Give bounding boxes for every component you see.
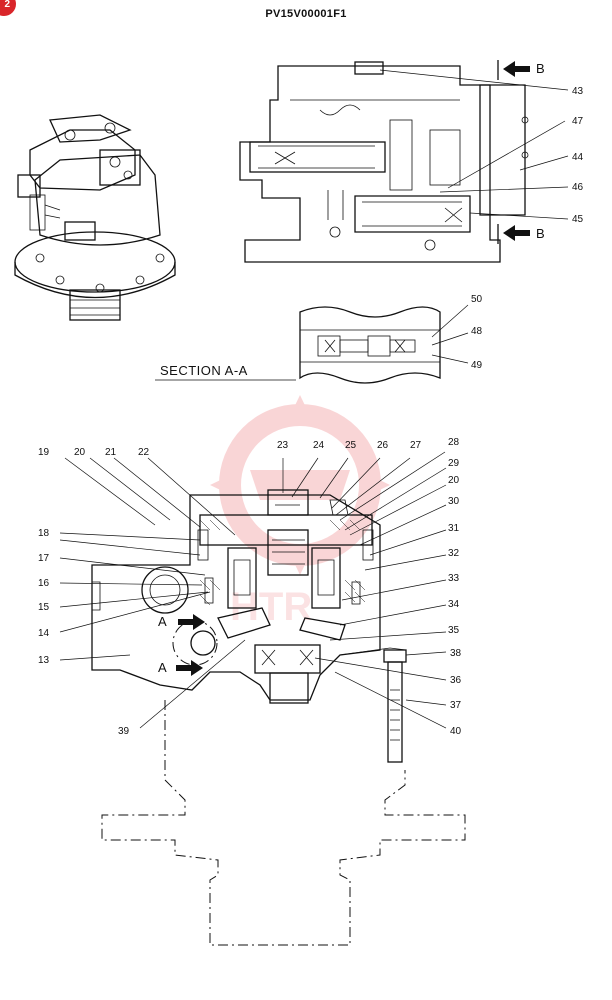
callout-17: 17 — [38, 553, 50, 564]
section-a-a-view — [299, 306, 441, 384]
callout-47: 47 — [572, 116, 584, 127]
callout-21: 21 — [105, 447, 117, 458]
callout-29: 29 — [448, 458, 460, 469]
callout-44: 44 — [572, 152, 584, 163]
section-a-a-label: SECTION A-A — [160, 363, 248, 378]
callout-38: 38 — [450, 648, 462, 659]
page-number-badge: 2 — [0, 0, 16, 16]
motor-perspective-view — [14, 114, 176, 321]
callout-48: 48 — [471, 326, 483, 337]
callout-40: 40 — [450, 726, 462, 737]
callout-13: 13 — [38, 655, 50, 666]
reduction-gear-outline — [101, 700, 466, 946]
callout-32: 32 — [448, 548, 460, 559]
arrow-b-bottom-label: B — [536, 226, 545, 241]
main-cross-section — [91, 489, 407, 763]
arrow-b-top-label: B — [536, 61, 545, 76]
callout-46: 46 — [572, 182, 584, 193]
arrow-a-top-label: A — [158, 614, 167, 629]
callout-22: 22 — [138, 447, 150, 458]
callout-26: 26 — [377, 440, 389, 451]
callout-31: 31 — [448, 523, 460, 534]
watermark-text: HTR — [230, 585, 312, 629]
callout-37: 37 — [450, 700, 462, 711]
drawing-code: PV15V00001F1 — [265, 8, 347, 20]
callout-28: 28 — [448, 437, 460, 448]
callout-16: 16 — [38, 578, 50, 589]
callout-15: 15 — [38, 602, 50, 613]
arrow-a-bottom-label: A — [158, 660, 167, 675]
callout-35: 35 — [448, 625, 460, 636]
callout-39: 39 — [118, 726, 130, 737]
callout-36: 36 — [450, 675, 462, 686]
callout-49: 49 — [471, 360, 483, 371]
callout-34: 34 — [448, 599, 460, 610]
callout-18: 18 — [38, 528, 50, 539]
callout-20-left: 20 — [74, 447, 86, 458]
callout-25: 25 — [345, 440, 357, 451]
callout-50: 50 — [471, 294, 483, 305]
callout-20-right: 20 — [448, 475, 460, 486]
valve-block-view — [239, 60, 530, 263]
callout-45: 45 — [572, 214, 584, 225]
callout-30: 30 — [448, 496, 460, 507]
callout-33: 33 — [448, 573, 460, 584]
callout-24: 24 — [313, 440, 325, 451]
callout-14: 14 — [38, 628, 50, 639]
callout-19: 19 — [38, 447, 50, 458]
callout-43: 43 — [572, 86, 584, 97]
callout-27: 27 — [410, 440, 422, 451]
callout-23: 23 — [277, 440, 289, 451]
